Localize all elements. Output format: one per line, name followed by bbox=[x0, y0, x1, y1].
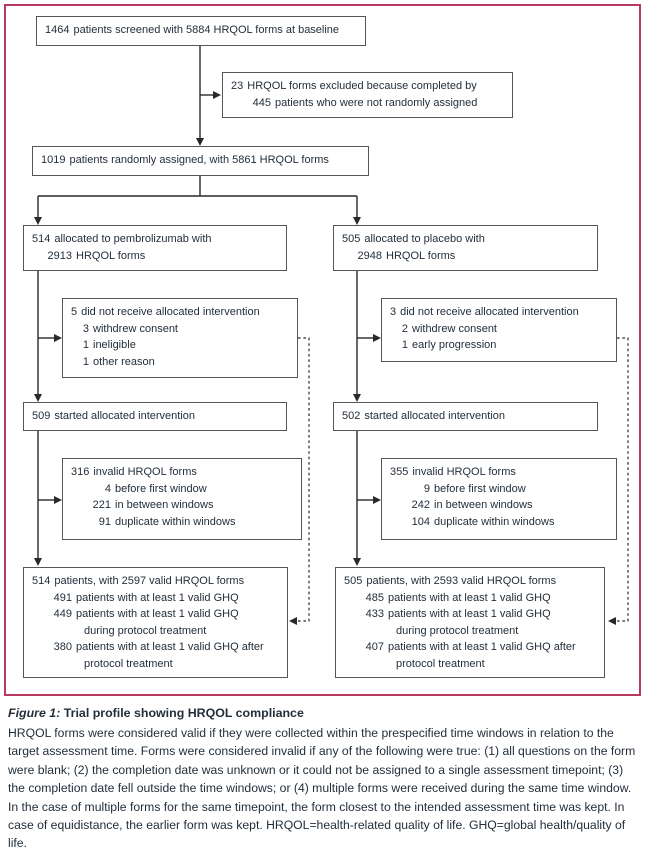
figure-title-text: Trial profile showing HRQOL compliance bbox=[63, 706, 304, 720]
figure-caption: Figure 1: Trial profile showing HRQOL co… bbox=[8, 704, 642, 853]
figure-caption-title: Figure 1: Trial profile showing HRQOL co… bbox=[8, 704, 642, 723]
figure-caption-body: HRQOL forms were considered valid if the… bbox=[8, 726, 636, 851]
figure-number-label: Figure 1: bbox=[8, 706, 61, 720]
